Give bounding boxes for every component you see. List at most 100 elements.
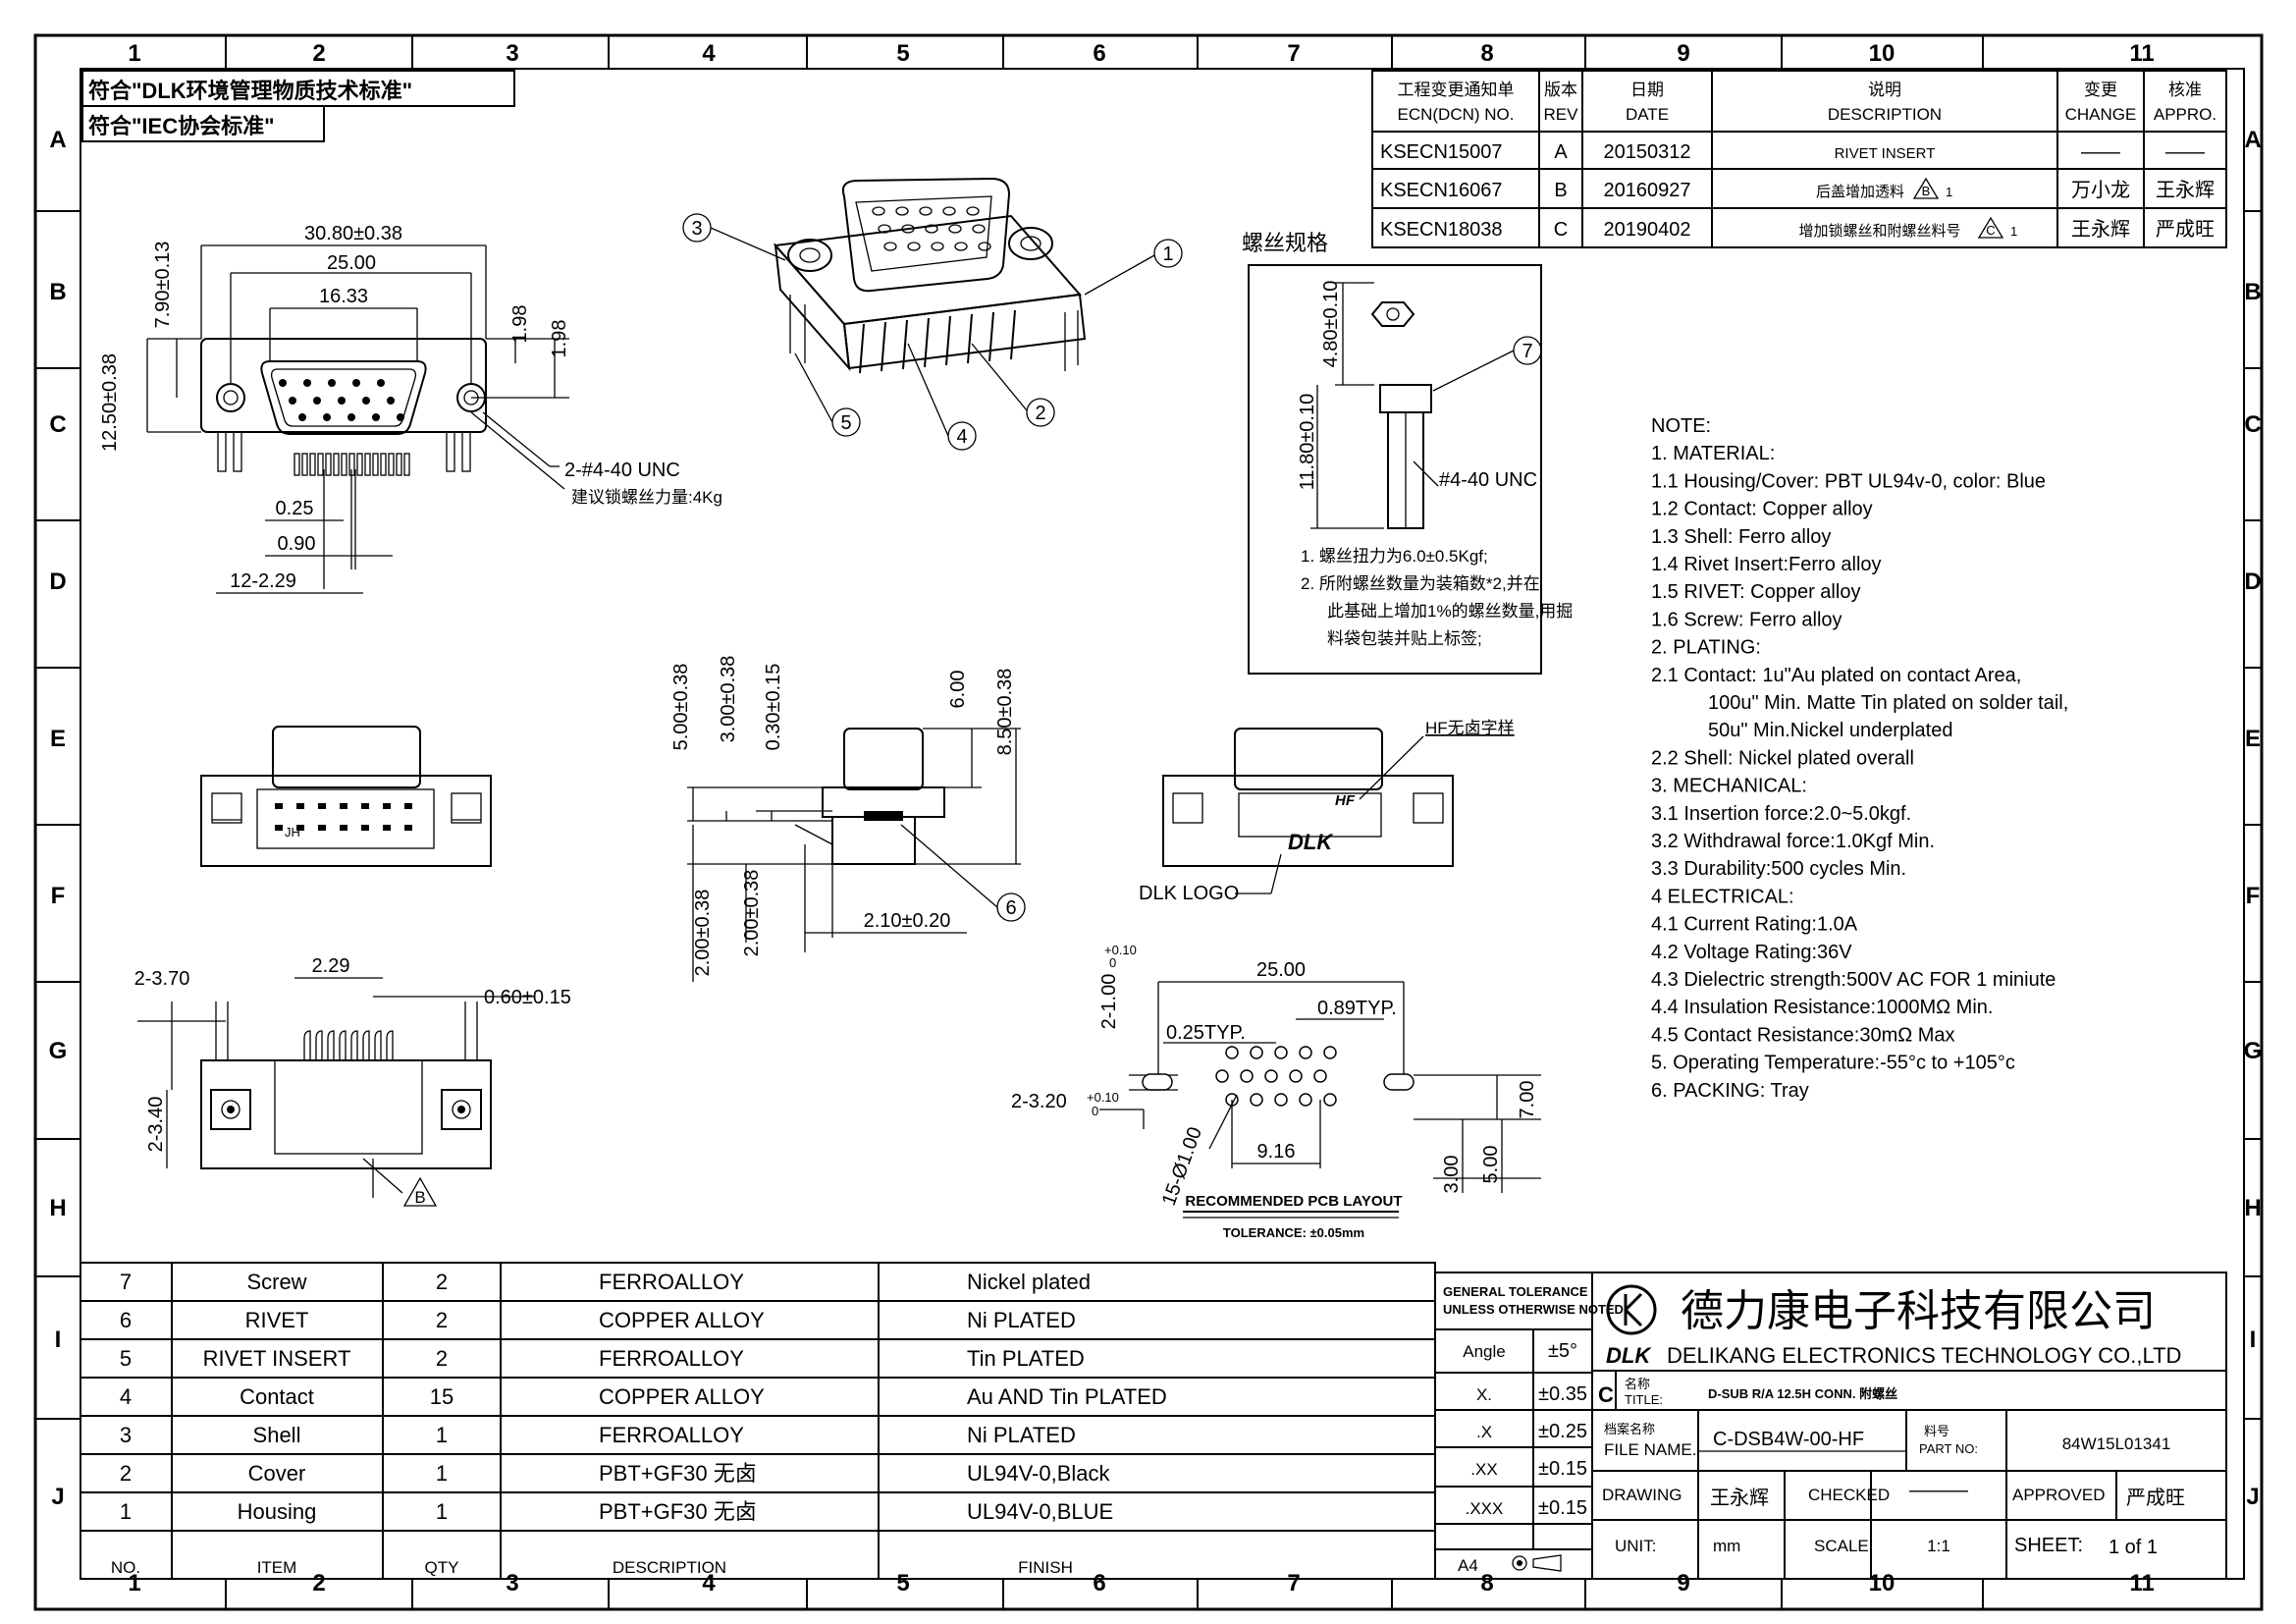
paper-size: A4 bbox=[1458, 1556, 1478, 1575]
bom-header: DESCRIPTION bbox=[613, 1558, 726, 1577]
zone-column-label: 5 bbox=[896, 1570, 909, 1597]
svg-text:SCALE: SCALE bbox=[1814, 1537, 1869, 1555]
bom-desc: FERROALLOY bbox=[599, 1346, 744, 1371]
bom-item: Shell bbox=[253, 1423, 301, 1447]
zone-column-label: 9 bbox=[1677, 40, 1689, 67]
drawn-by: 王永辉 bbox=[1710, 1487, 1769, 1509]
svg-text:20190402: 20190402 bbox=[1604, 219, 1691, 241]
bom-qty: 15 bbox=[430, 1384, 454, 1409]
note-line: 6. PACKING: Tray bbox=[1651, 1080, 1809, 1102]
svg-text:料袋包装并贴上标签;: 料袋包装并贴上标签; bbox=[1327, 629, 1482, 648]
zone-row-label: I bbox=[55, 1326, 62, 1353]
dim-label: 16.33 bbox=[319, 286, 368, 307]
slot-hole bbox=[1383, 1073, 1415, 1091]
zone-row-label: D bbox=[49, 568, 66, 595]
pcb-hole bbox=[1299, 1093, 1312, 1107]
bom-header: FINISH bbox=[1018, 1558, 1073, 1577]
svg-text:万小龙: 万小龙 bbox=[2071, 179, 2130, 201]
zone-row-label: G bbox=[49, 1038, 68, 1064]
dim-label: 12.50±0.38 bbox=[99, 353, 121, 452]
dim-label: 5.00±0.38 bbox=[670, 664, 692, 751]
note-line: 2. PLATING: bbox=[1651, 637, 1761, 659]
logo-text: DLK bbox=[1606, 1343, 1652, 1368]
svg-text:2. 所附螺丝数量为装箱数*2,并在: 2. 所附螺丝数量为装箱数*2,并在 bbox=[1301, 574, 1540, 593]
dim-label: 2.00±0.38 bbox=[692, 890, 714, 977]
dim-label: 3.00 bbox=[1441, 1156, 1463, 1194]
approved-by: 严成旺 bbox=[2126, 1487, 2185, 1509]
bom-no: 4 bbox=[120, 1384, 132, 1409]
balloon: 3 bbox=[691, 218, 702, 240]
zone-column-label: 7 bbox=[1287, 40, 1300, 67]
zone-row-label: H bbox=[49, 1195, 66, 1221]
note-line: 3. MECHANICAL: bbox=[1651, 776, 1807, 797]
svg-text:REV: REV bbox=[1544, 105, 1579, 124]
svg-text:王永辉: 王永辉 bbox=[2071, 218, 2130, 241]
dim-label: 2-3.20 bbox=[1011, 1091, 1067, 1112]
hf-label: HF无卤字样 bbox=[1425, 719, 1515, 737]
dim-label: 8.50±0.38 bbox=[994, 669, 1016, 756]
zone-row-label: F bbox=[2246, 883, 2261, 909]
svg-text:ECN(DCN) NO.: ECN(DCN) NO. bbox=[1398, 105, 1515, 124]
rev-triangle-icon bbox=[1977, 216, 2004, 239]
compliance-dlk: 符合"DLK环境管理物质技术标准" bbox=[88, 79, 412, 103]
revision-table: 工程变更通知单 ECN(DCN) NO. 版本 REV 日期 DATE 说明 D… bbox=[1371, 70, 2227, 248]
dim-label: 0.90 bbox=[278, 533, 316, 555]
zone-column-label: 3 bbox=[506, 40, 518, 67]
svg-text:名称: 名称 bbox=[1625, 1377, 1650, 1391]
svg-text:+0.10: +0.10 bbox=[1087, 1090, 1119, 1105]
bom-item: Cover bbox=[248, 1461, 306, 1486]
bom-finish: UL94V-0,BLUE bbox=[967, 1499, 1113, 1524]
bom-item: Housing bbox=[238, 1499, 317, 1524]
company-name-en: DELIKANG ELECTRONICS TECHNOLOGY CO.,LTD bbox=[1667, 1343, 2181, 1368]
svg-text:20160927: 20160927 bbox=[1604, 180, 1691, 201]
pcb-hole bbox=[1250, 1093, 1263, 1107]
zone-row-label: I bbox=[2250, 1326, 2257, 1353]
note-line: 1.2 Contact: Copper alloy bbox=[1651, 499, 1873, 520]
bom-desc: PBT+GF30 无卤 bbox=[599, 1461, 757, 1486]
bom-item: Contact bbox=[240, 1384, 314, 1409]
tolerance-value: ±0.35 bbox=[1538, 1383, 1587, 1405]
svg-text:FILE NAME.: FILE NAME. bbox=[1604, 1440, 1696, 1459]
dim-label: 7.90±0.13 bbox=[152, 242, 174, 329]
svg-text:JH: JH bbox=[285, 825, 300, 839]
pcb-hole bbox=[1299, 1046, 1312, 1059]
rev-row-ecn: KSECN15007 bbox=[1380, 141, 1503, 163]
dim-label: 7.00 bbox=[1517, 1081, 1538, 1119]
tolerance-key: Angle bbox=[1463, 1342, 1505, 1361]
svg-text:A: A bbox=[1554, 141, 1568, 163]
sheet-value: 1 of 1 bbox=[2109, 1537, 2158, 1558]
checked-by: ——— bbox=[1909, 1480, 1968, 1501]
note-line: 1.6 Screw: Ferro alloy bbox=[1651, 609, 1842, 630]
bom-header: ITEM bbox=[257, 1558, 297, 1577]
balloon: 2 bbox=[1035, 403, 1045, 424]
thread-label: #4-40 UNC bbox=[1439, 469, 1537, 491]
bom-no: 6 bbox=[120, 1308, 132, 1332]
front-elevation: JH bbox=[200, 726, 492, 867]
svg-text:C: C bbox=[1986, 223, 1995, 238]
svg-text:增加锁螺丝和附螺丝料号: 增加锁螺丝和附螺丝料号 bbox=[1798, 223, 1960, 240]
zone-column-label: 4 bbox=[702, 1570, 716, 1597]
svg-text:料号: 料号 bbox=[1924, 1424, 1949, 1438]
zone-column-label: 8 bbox=[1480, 1570, 1493, 1597]
drawing-title: D-SUB R/A 12.5H CONN. 附螺丝 bbox=[1708, 1386, 1897, 1401]
svg-text:1: 1 bbox=[2010, 224, 2017, 239]
dim-label: 2.10±0.20 bbox=[864, 910, 951, 932]
unit-value: mm bbox=[1713, 1537, 1740, 1555]
svg-text:日期: 日期 bbox=[1630, 81, 1664, 99]
dim-label: 1.98 bbox=[509, 305, 531, 344]
torque-callout: 建议锁螺丝力量:4Kg bbox=[571, 488, 722, 507]
file-name: C-DSB4W-00-HF bbox=[1713, 1429, 1864, 1450]
svg-text:UNLESS OTHERWISE NOTED: UNLESS OTHERWISE NOTED bbox=[1443, 1302, 1624, 1317]
bom-no: 7 bbox=[120, 1270, 132, 1294]
pcb-hole bbox=[1274, 1093, 1288, 1107]
rev-triangle-icon bbox=[402, 1176, 438, 1207]
bom-desc: PBT+GF30 无卤 bbox=[599, 1499, 757, 1524]
svg-text:变更: 变更 bbox=[2084, 81, 2117, 99]
bom-qty: 2 bbox=[436, 1308, 448, 1332]
svg-text:DRAWING: DRAWING bbox=[1602, 1486, 1682, 1504]
svg-text:1: 1 bbox=[1946, 185, 1952, 199]
dim-label: 2-3.40 bbox=[145, 1097, 167, 1153]
zone-column-label: 11 bbox=[2129, 1570, 2154, 1597]
zone-row-label: F bbox=[51, 883, 66, 909]
pcb-hole bbox=[1289, 1069, 1303, 1083]
